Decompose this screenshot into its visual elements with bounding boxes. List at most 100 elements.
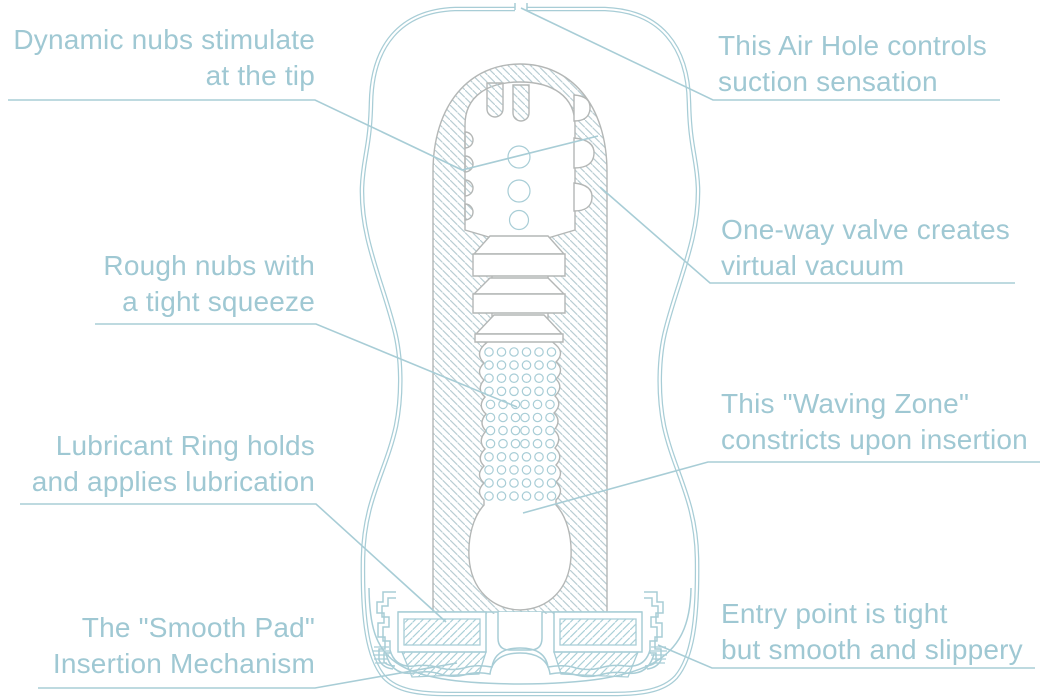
cup-inner-bottom-shell — [368, 587, 692, 685]
rough-nub-bump — [464, 179, 474, 197]
waving-zone-dot — [521, 478, 532, 488]
one-way-valve-stack — [472, 235, 566, 343]
waving-zone-dot — [496, 360, 507, 370]
waving-zone-dot — [484, 360, 494, 370]
leader-smooth-pad — [38, 662, 458, 689]
cup-outer-shell — [359, 3, 701, 697]
sleeve-foot — [497, 612, 543, 651]
bracket-right — [644, 591, 664, 670]
waving-zone-dot — [485, 425, 496, 436]
waving-zone-dot — [484, 478, 494, 488]
leader-one-way-valve — [599, 186, 1015, 284]
waving-zone-dot — [546, 491, 557, 501]
waving-zone-dot — [521, 451, 532, 462]
waving-zone-dot — [496, 478, 507, 488]
leader-dynamic-nubs — [8, 99, 599, 171]
annotation-air-hole: This Air Hole controls suction sensation — [718, 28, 987, 100]
spring-right — [651, 646, 667, 664]
waving-zone-dot — [485, 399, 496, 410]
waving-zone-dot — [496, 386, 507, 397]
spring-left — [373, 646, 389, 664]
waving-zone-dot — [532, 425, 543, 436]
annotation-line: Insertion Mechanism — [52, 648, 315, 679]
annotation-line: This Air Hole controls — [718, 30, 987, 61]
waving-zone-dot — [520, 412, 530, 423]
annotation-smooth-pad: The "Smooth Pad" Insertion Mechanism — [53, 610, 315, 682]
waving-zone-dot — [545, 412, 555, 423]
annotation-entry-point: Entry point is tight but smooth and slip… — [721, 596, 1023, 668]
waving-zone-dot — [498, 438, 508, 449]
waving-zone-dot — [520, 399, 530, 410]
waving-zone-dot — [484, 451, 494, 462]
rough-nub-bump — [464, 203, 474, 221]
waving-zone-dot — [509, 465, 519, 475]
waving-zone-dot — [510, 412, 521, 423]
waving-zone-dot — [485, 412, 496, 423]
waving-zone-dot — [546, 386, 557, 397]
tip-groove — [573, 182, 593, 212]
waving-zone-dot — [484, 465, 494, 475]
waving-zone-dot — [534, 347, 544, 357]
waving-zone-dot — [546, 360, 557, 370]
waving-zone-dot — [496, 373, 507, 383]
waving-zone-dot — [521, 386, 532, 397]
waving-zone-dot — [521, 491, 532, 501]
leader-air-hole — [520, 7, 1000, 101]
waving-zone-dot — [509, 373, 519, 383]
waving-zone-dot — [520, 425, 530, 436]
tip-groove — [573, 94, 591, 122]
annotation-dynamic-nubs: Dynamic nubs stimulate at the tip — [13, 22, 315, 94]
leader-waving-zone — [522, 461, 1040, 514]
waving-zone-dot — [509, 491, 519, 501]
valve-orifice — [508, 209, 530, 231]
waving-zone-dot — [546, 373, 557, 383]
waving-zone-dot — [546, 478, 557, 488]
inner-cavity — [464, 81, 595, 611]
waving-zone-dot — [534, 360, 544, 370]
waving-zone-dot — [509, 360, 519, 370]
waving-zone-dot — [534, 465, 544, 475]
waving-zone-dot — [532, 438, 543, 449]
annotation-line: Dynamic nubs stimulate — [13, 24, 315, 55]
waving-zone-dot — [484, 347, 494, 357]
leader-lubricant-ring — [20, 503, 447, 623]
annotation-line: constricts upon insertion — [721, 424, 1028, 455]
waving-zone-dot — [521, 347, 532, 357]
annotation-line: This "Waving Zone" — [721, 388, 970, 419]
bracket-left — [376, 591, 396, 670]
waving-zone-dot — [509, 451, 519, 462]
rough-nub-bump — [464, 131, 474, 149]
waving-zone-dot — [520, 438, 530, 449]
waving-zone-dot — [510, 438, 521, 449]
waving-zone-dot — [545, 399, 555, 410]
waving-zone-dot — [545, 438, 555, 449]
waving-zone-dot — [532, 399, 543, 410]
waving-zone-dot — [534, 451, 544, 462]
dynamic-nub-tongue — [512, 84, 530, 122]
annotation-waving-zone: This "Waving Zone" constricts upon inser… — [721, 386, 1028, 458]
waving-zone-dot — [484, 373, 494, 383]
waving-zone-dot — [496, 347, 507, 357]
waving-zone-dot — [546, 451, 557, 462]
waving-zone-dot — [484, 491, 494, 501]
waving-zone-dot — [532, 412, 543, 423]
leader-rough-nubs — [95, 323, 518, 408]
waving-zone-dot — [485, 438, 496, 449]
waving-zone-dot — [534, 373, 544, 383]
waving-zone-dot — [498, 425, 508, 436]
waving-zone-dot — [509, 386, 519, 397]
waving-zone-dot — [510, 425, 521, 436]
annotation-line: and applies lubrication — [31, 466, 315, 497]
annotation-line: at the tip — [205, 60, 315, 91]
annotation-line: Entry point is tight — [721, 598, 948, 629]
annotation-line: The "Smooth Pad" — [81, 612, 315, 643]
waving-zone-dot — [546, 347, 557, 357]
annotation-line: suction sensation — [718, 66, 938, 97]
annotation-lubricant-ring: Lubricant Ring holds and applies lubrica… — [32, 428, 315, 500]
waving-zone-dot — [534, 386, 544, 397]
waving-zone-dot — [534, 478, 544, 488]
annotation-line: One-way valve creates — [721, 214, 1010, 245]
annotation-line: Lubricant Ring holds — [55, 430, 315, 461]
